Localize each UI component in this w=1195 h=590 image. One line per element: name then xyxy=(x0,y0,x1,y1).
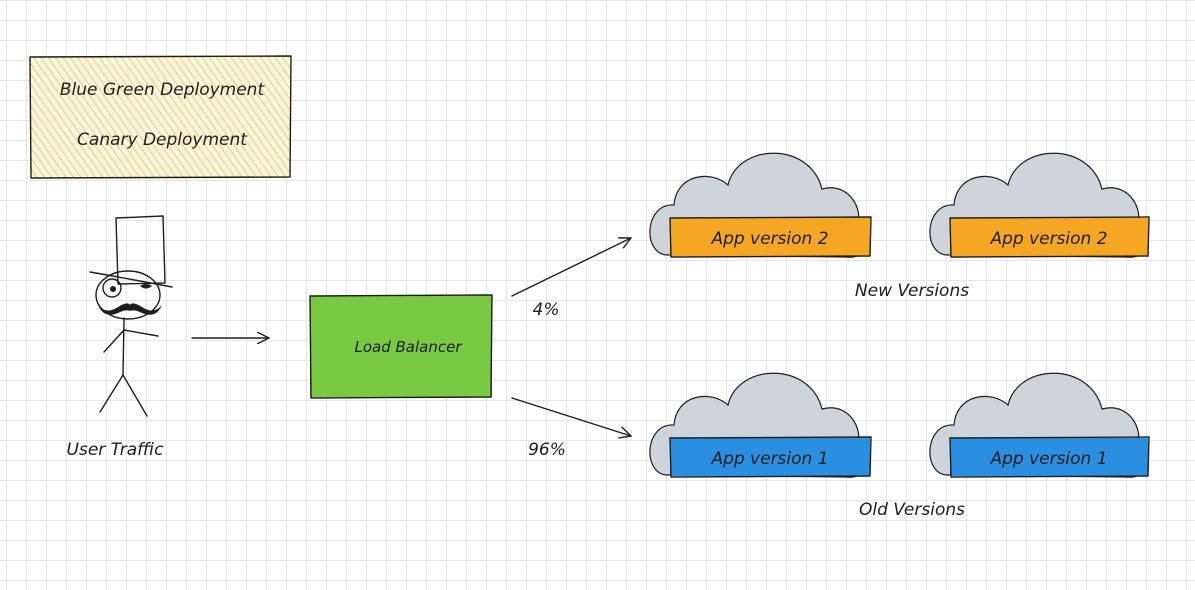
cloud-new-1-label: App version 2 xyxy=(710,229,828,249)
cloud-old-2-label: App version 1 xyxy=(989,449,1107,469)
legend-item-blue-green: Blue Green Deployment xyxy=(60,80,266,100)
cloud-new-2-label: App version 2 xyxy=(989,229,1107,249)
load-balancer-label: Load Balancer xyxy=(354,338,462,356)
cloud-old-2: App version 1 xyxy=(929,372,1150,478)
arrow-lb-to-old xyxy=(511,397,632,436)
user-figure xyxy=(89,215,173,417)
cloud-old-1-label: App version 1 xyxy=(710,449,828,469)
legend-box: Blue Green Deployment Canary Deployment xyxy=(29,55,292,179)
new-versions-group: App version 2 App version 2 New Versions xyxy=(649,152,1150,301)
cloud-new-2: App version 2 xyxy=(929,152,1150,258)
cloud-old-1: App version 1 xyxy=(649,372,872,478)
load-balancer-box: Load Balancer xyxy=(309,294,493,399)
old-versions-caption: Old Versions xyxy=(859,500,965,520)
cloud-new-1: App version 2 xyxy=(649,152,872,258)
new-versions-caption: New Versions xyxy=(855,281,969,301)
legend-item-canary: Canary Deployment xyxy=(77,130,248,150)
arrow-lb-to-new xyxy=(511,238,632,297)
old-versions-group: App version 1 App version 1 Old Versions xyxy=(649,372,1150,520)
new-traffic-percent: 4% xyxy=(533,300,560,320)
top-hat-icon xyxy=(115,215,166,285)
old-traffic-percent: 96% xyxy=(528,440,566,460)
user-traffic-label: User Traffic xyxy=(67,440,165,460)
